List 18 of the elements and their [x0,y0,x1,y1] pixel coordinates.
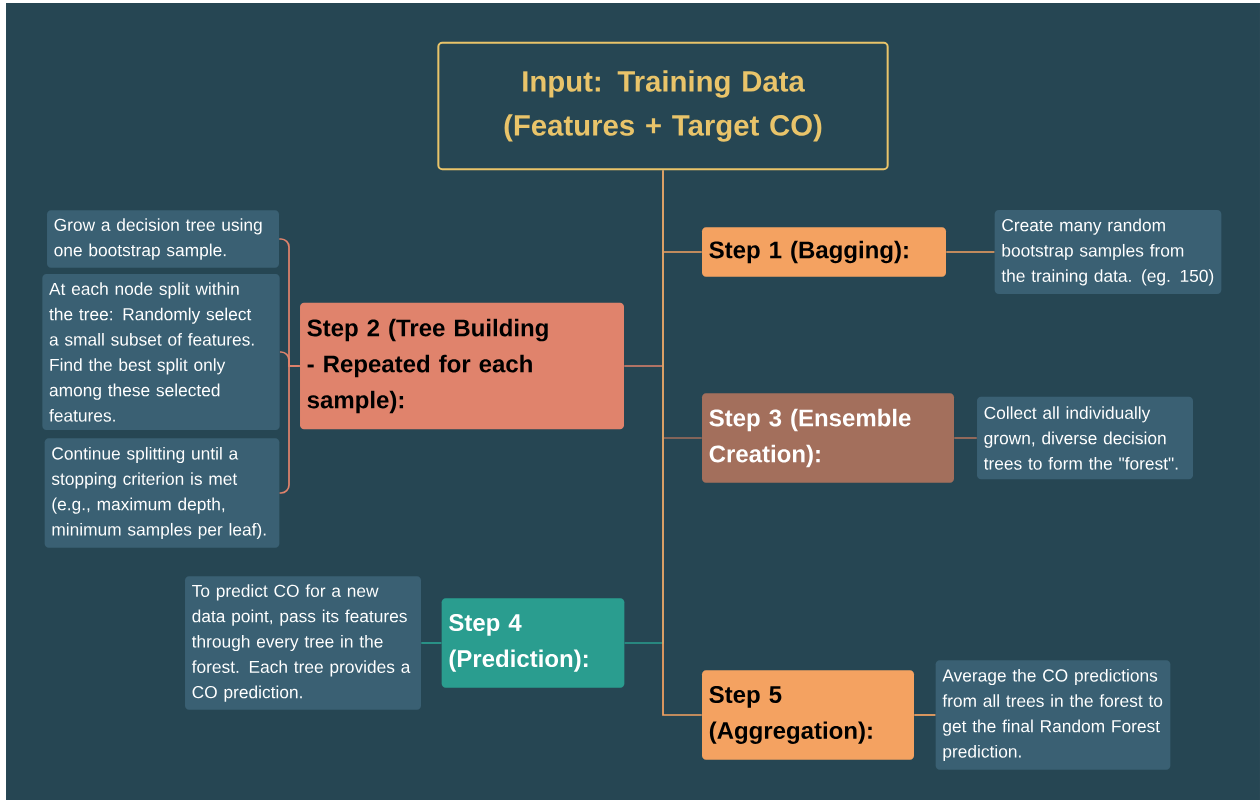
description-box: Collect all individually grown, diverse decision trees to form the "forest". [977,396,1193,480]
description-box: Continue splitting until a stopping criterion is met (e.g., maximum depth, minimum samples per leaf). [44,438,280,548]
description-box: At each node split within the tree: Randomly select a small subset of features. Find the best split only among these selected features. [42,274,280,430]
step-box: Step 1 (Bagging): [702,227,946,277]
connector [913,714,937,716]
input-box: Input: Training Data (Features + Target CO) [437,41,889,171]
description-box: Grow a decision tree using one bootstrap sample. [47,210,279,268]
step-box: Step 4 (Prediction): [441,598,625,688]
step-box: Step 5 (Aggregation): [702,670,914,760]
description-box: To predict CO for a new data point, pass its features through every tree in the forest. Each tree provides a CO prediction. [185,576,421,710]
connector [420,642,443,644]
connector [953,437,978,439]
connector [662,169,703,716]
step-box: Step 2 (Tree Building - Repeated for each sample): [300,302,624,430]
description-box: Average the CO predictions from all trees in the forest to get the final Random Forest prediction. [935,660,1171,770]
connector [945,251,996,253]
step-box: Step 3 (Ensemble Creation): [702,393,954,483]
description-box: Create many random bootstrap samples from the training data. (eg. 150) [994,210,1222,294]
